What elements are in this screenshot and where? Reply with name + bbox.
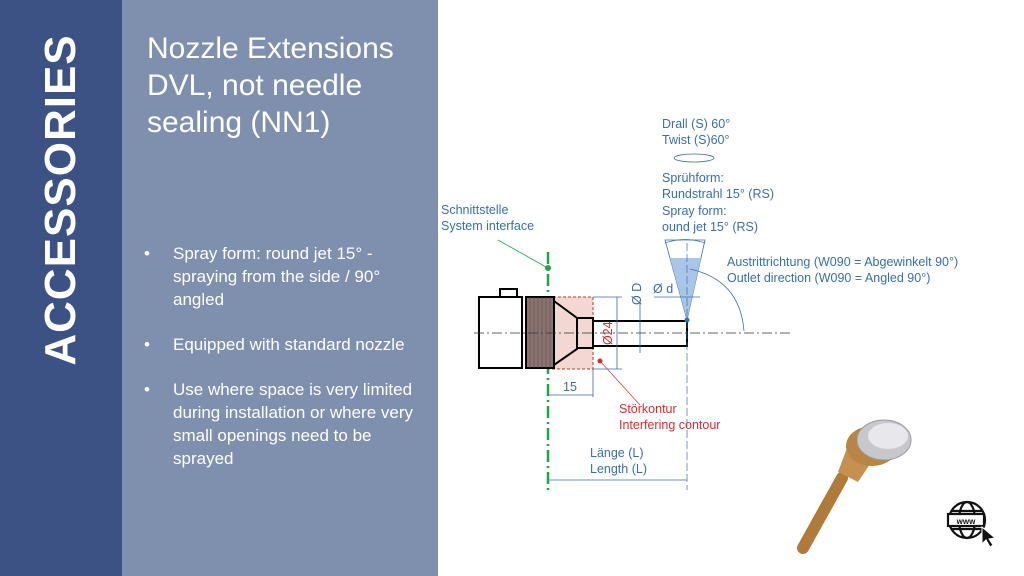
spray-angle-arc: [664, 239, 706, 244]
knurling: [529, 297, 551, 368]
feature-item: Use where space is very limited during i…: [144, 378, 434, 470]
dim-15-label: 15: [563, 380, 577, 394]
dim-D-label: Ø D: [630, 283, 644, 305]
spray-label-de: Sprühform:: [662, 171, 724, 185]
length-label-en: Length (L): [590, 462, 647, 476]
spray-label-en: Spray form:: [662, 204, 727, 218]
interface-label-en: System interface: [441, 219, 534, 233]
feature-list: Spray form: round jet 15° - spraying fro…: [144, 242, 434, 492]
spray-value-de: Rundstrahl 15° (RS): [662, 187, 774, 201]
interface-marker: [545, 265, 551, 271]
contour-label-en: Interfering contour: [619, 418, 720, 432]
twist-label-de: Drall (S) 60°: [662, 117, 730, 131]
spray-cone: [670, 258, 701, 320]
dimension-lines: [548, 296, 700, 481]
twist-label-en: Twist (S)60°: [662, 133, 730, 147]
dim-d-label: Ø d: [653, 282, 673, 296]
category-strip: ACCESSORIES: [0, 0, 122, 576]
product-photo: [797, 419, 912, 554]
length-label-de: Länge (L): [590, 446, 644, 460]
outlet-angle-arc: [689, 268, 745, 332]
spray-value-en: ound jet 15° (RS): [662, 220, 758, 234]
interface-leader-line: [497, 239, 547, 268]
dim-24-label: Ø24: [601, 321, 615, 345]
www-globe-cursor-icon[interactable]: www: [946, 500, 997, 548]
feature-item: Equipped with standard nozzle: [144, 333, 434, 356]
slide-title: Nozzle Extensions DVL, not needle sealin…: [147, 32, 394, 139]
interface-label-de: Schnittstelle: [441, 203, 508, 217]
info-panel: Nozzle Extensions DVL, not needle sealin…: [122, 0, 438, 576]
twist-icon: [673, 153, 715, 163]
feature-item: Spray form: round jet 15° - spraying fro…: [144, 242, 434, 311]
contour-label-de: Störkontur: [619, 402, 677, 416]
svg-text:www: www: [956, 517, 976, 526]
contour-leader-line: [599, 360, 641, 406]
outlet-label-en: Outlet direction (W090 = Angled 90°): [727, 271, 930, 285]
outlet-label-de: Austrittrichtung (W090 = Abgewinkelt 90°…: [727, 255, 958, 269]
